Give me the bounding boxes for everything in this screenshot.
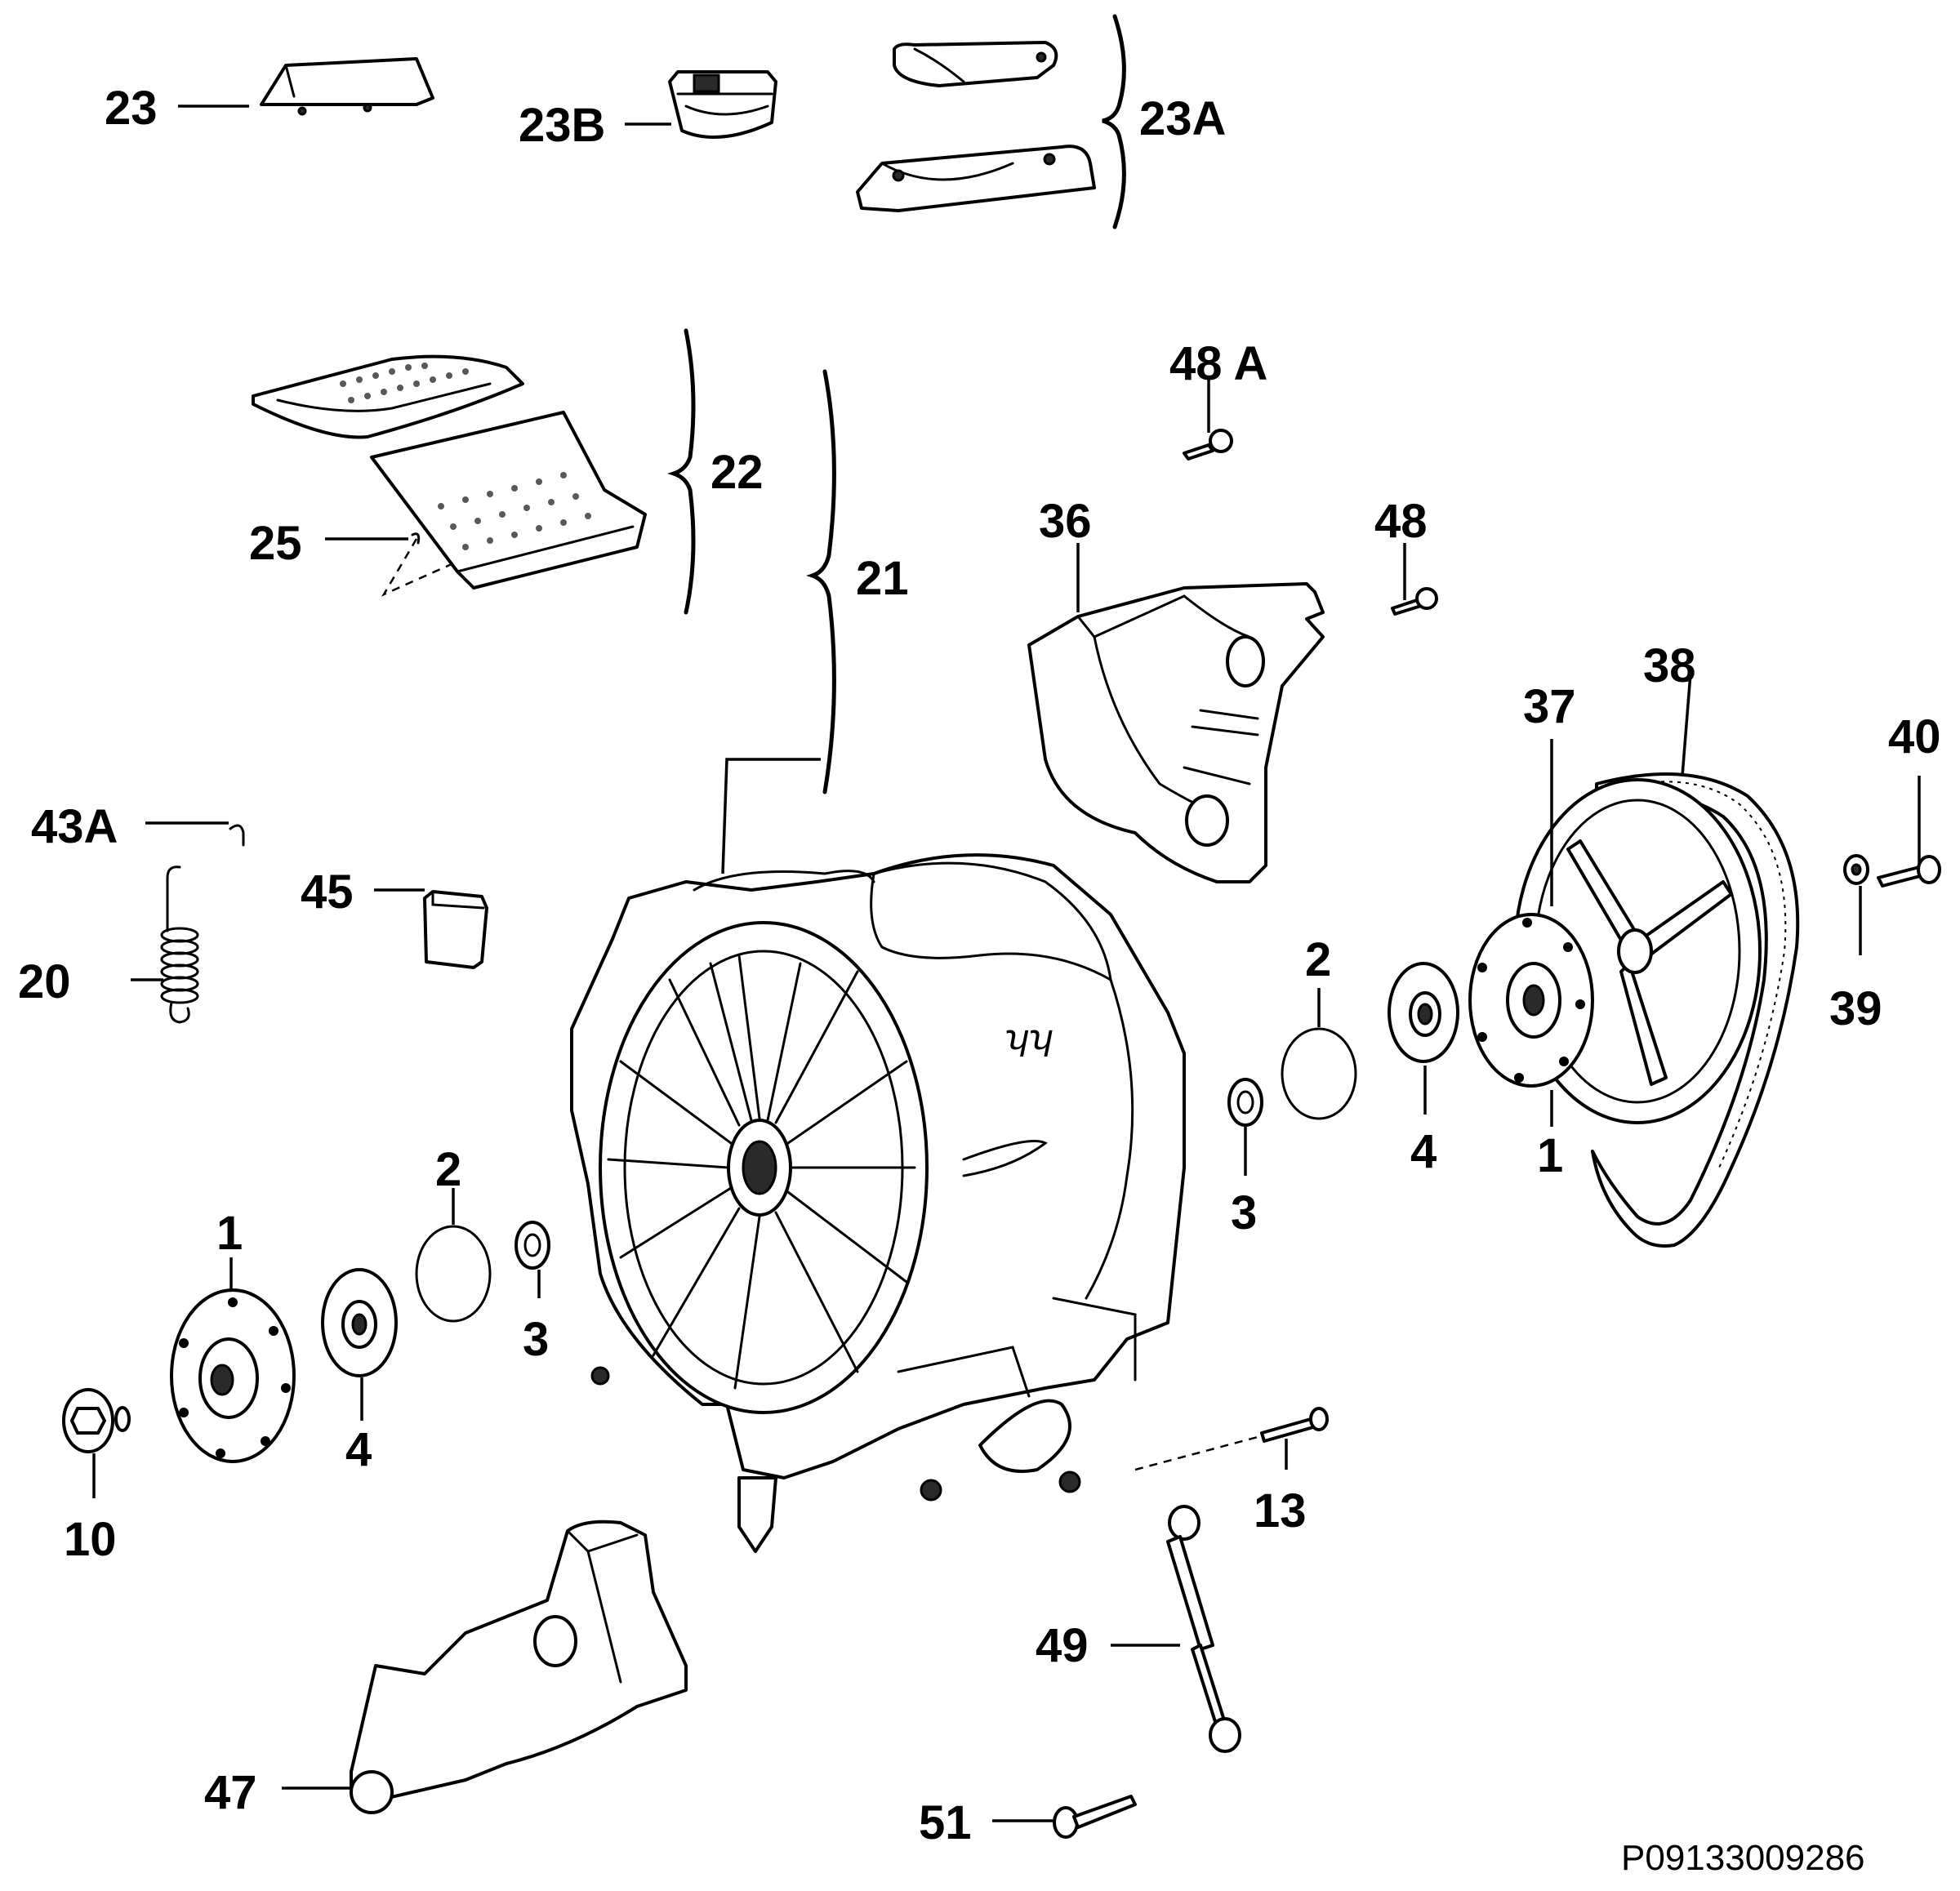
callout-4-right: 4 bbox=[1410, 1125, 1437, 1178]
callout-36: 36 bbox=[1039, 495, 1092, 548]
callout-2-right: 2 bbox=[1305, 933, 1331, 986]
part-48a-screw[interactable] bbox=[1183, 429, 1233, 461]
part-1-right-flange[interactable] bbox=[1468, 913, 1594, 1088]
part-4-right-seal[interactable] bbox=[1388, 962, 1459, 1063]
part-2-left-oring[interactable] bbox=[415, 1225, 492, 1323]
part-23-cover-strip[interactable] bbox=[260, 57, 434, 116]
callout-47: 47 bbox=[204, 1766, 257, 1819]
callout-23a: 23A bbox=[1139, 92, 1226, 145]
part-10-nut-bolt[interactable] bbox=[62, 1388, 131, 1453]
part-1-left-flange[interactable] bbox=[170, 1288, 296, 1463]
brace-22 bbox=[667, 328, 696, 615]
part-20-spring[interactable] bbox=[160, 865, 199, 1024]
brace-21 bbox=[806, 369, 836, 794]
part-21-drum-tub[interactable]: ʮʮ bbox=[570, 853, 1186, 1553]
part-3-right-nut[interactable] bbox=[1227, 1078, 1263, 1127]
leader-lines bbox=[92, 105, 1921, 1822]
part-23b-dispenser-block[interactable] bbox=[668, 70, 777, 139]
part-47-counterweight[interactable] bbox=[350, 1519, 688, 1814]
callout-23: 23 bbox=[105, 82, 158, 135]
brace-23a bbox=[1102, 14, 1126, 229]
callout-21: 21 bbox=[856, 552, 909, 605]
callout-49: 49 bbox=[1036, 1619, 1089, 1672]
part-51-pin[interactable] bbox=[1053, 1795, 1137, 1839]
callout-4-left: 4 bbox=[345, 1423, 372, 1476]
tub-marking: ʮʮ bbox=[1004, 1017, 1053, 1057]
callout-48: 48 bbox=[1374, 495, 1428, 548]
part-22-filter-lower[interactable] bbox=[370, 411, 647, 590]
part-25-clip[interactable] bbox=[411, 532, 421, 545]
part-22-filter-upper[interactable] bbox=[252, 354, 524, 439]
callout-1-left: 1 bbox=[216, 1207, 243, 1260]
callout-38: 38 bbox=[1643, 639, 1696, 692]
callout-20: 20 bbox=[18, 955, 71, 1008]
callout-3-right: 3 bbox=[1231, 1186, 1257, 1239]
callout-22: 22 bbox=[710, 446, 764, 499]
part-23a-handle-upper[interactable] bbox=[893, 41, 1058, 87]
part-2-right-oring[interactable] bbox=[1281, 1027, 1357, 1120]
part-38-drive-belt[interactable] bbox=[1591, 772, 1800, 1248]
part-43a-hook[interactable] bbox=[229, 824, 245, 847]
callout-25: 25 bbox=[249, 517, 302, 570]
callout-labels: 23 23B 23A 22 25 21 48 A 36 48 38 37 40 … bbox=[18, 82, 1941, 1849]
part-39-washer[interactable] bbox=[1843, 854, 1869, 885]
part-23a-handle-lower[interactable] bbox=[856, 145, 1096, 212]
callout-43a: 43A bbox=[31, 800, 118, 853]
callout-40: 40 bbox=[1888, 710, 1941, 763]
part-36-counterweight[interactable] bbox=[1027, 582, 1325, 883]
callout-37: 37 bbox=[1523, 680, 1576, 733]
part-4-left-seal[interactable] bbox=[321, 1268, 398, 1377]
callout-48a: 48 A bbox=[1169, 337, 1267, 390]
part-40-bolt[interactable] bbox=[1877, 855, 1941, 888]
document-code: P09133009286 bbox=[1621, 1838, 1865, 1878]
part-48-screw[interactable] bbox=[1391, 587, 1438, 616]
part-49-shock-absorber[interactable] bbox=[1166, 1505, 1241, 1753]
callout-1-right: 1 bbox=[1537, 1129, 1563, 1182]
part-3-left-nut[interactable] bbox=[514, 1221, 550, 1270]
part-13-screw[interactable] bbox=[1260, 1407, 1329, 1443]
callout-51: 51 bbox=[919, 1796, 972, 1849]
callout-13: 13 bbox=[1254, 1484, 1307, 1537]
callout-39: 39 bbox=[1829, 982, 1882, 1035]
callout-3-left: 3 bbox=[523, 1313, 549, 1366]
callout-10: 10 bbox=[64, 1513, 117, 1566]
callout-23b: 23B bbox=[519, 99, 605, 152]
callout-45: 45 bbox=[301, 865, 354, 919]
callout-2-left: 2 bbox=[435, 1143, 461, 1196]
part-45-block[interactable] bbox=[423, 890, 488, 969]
